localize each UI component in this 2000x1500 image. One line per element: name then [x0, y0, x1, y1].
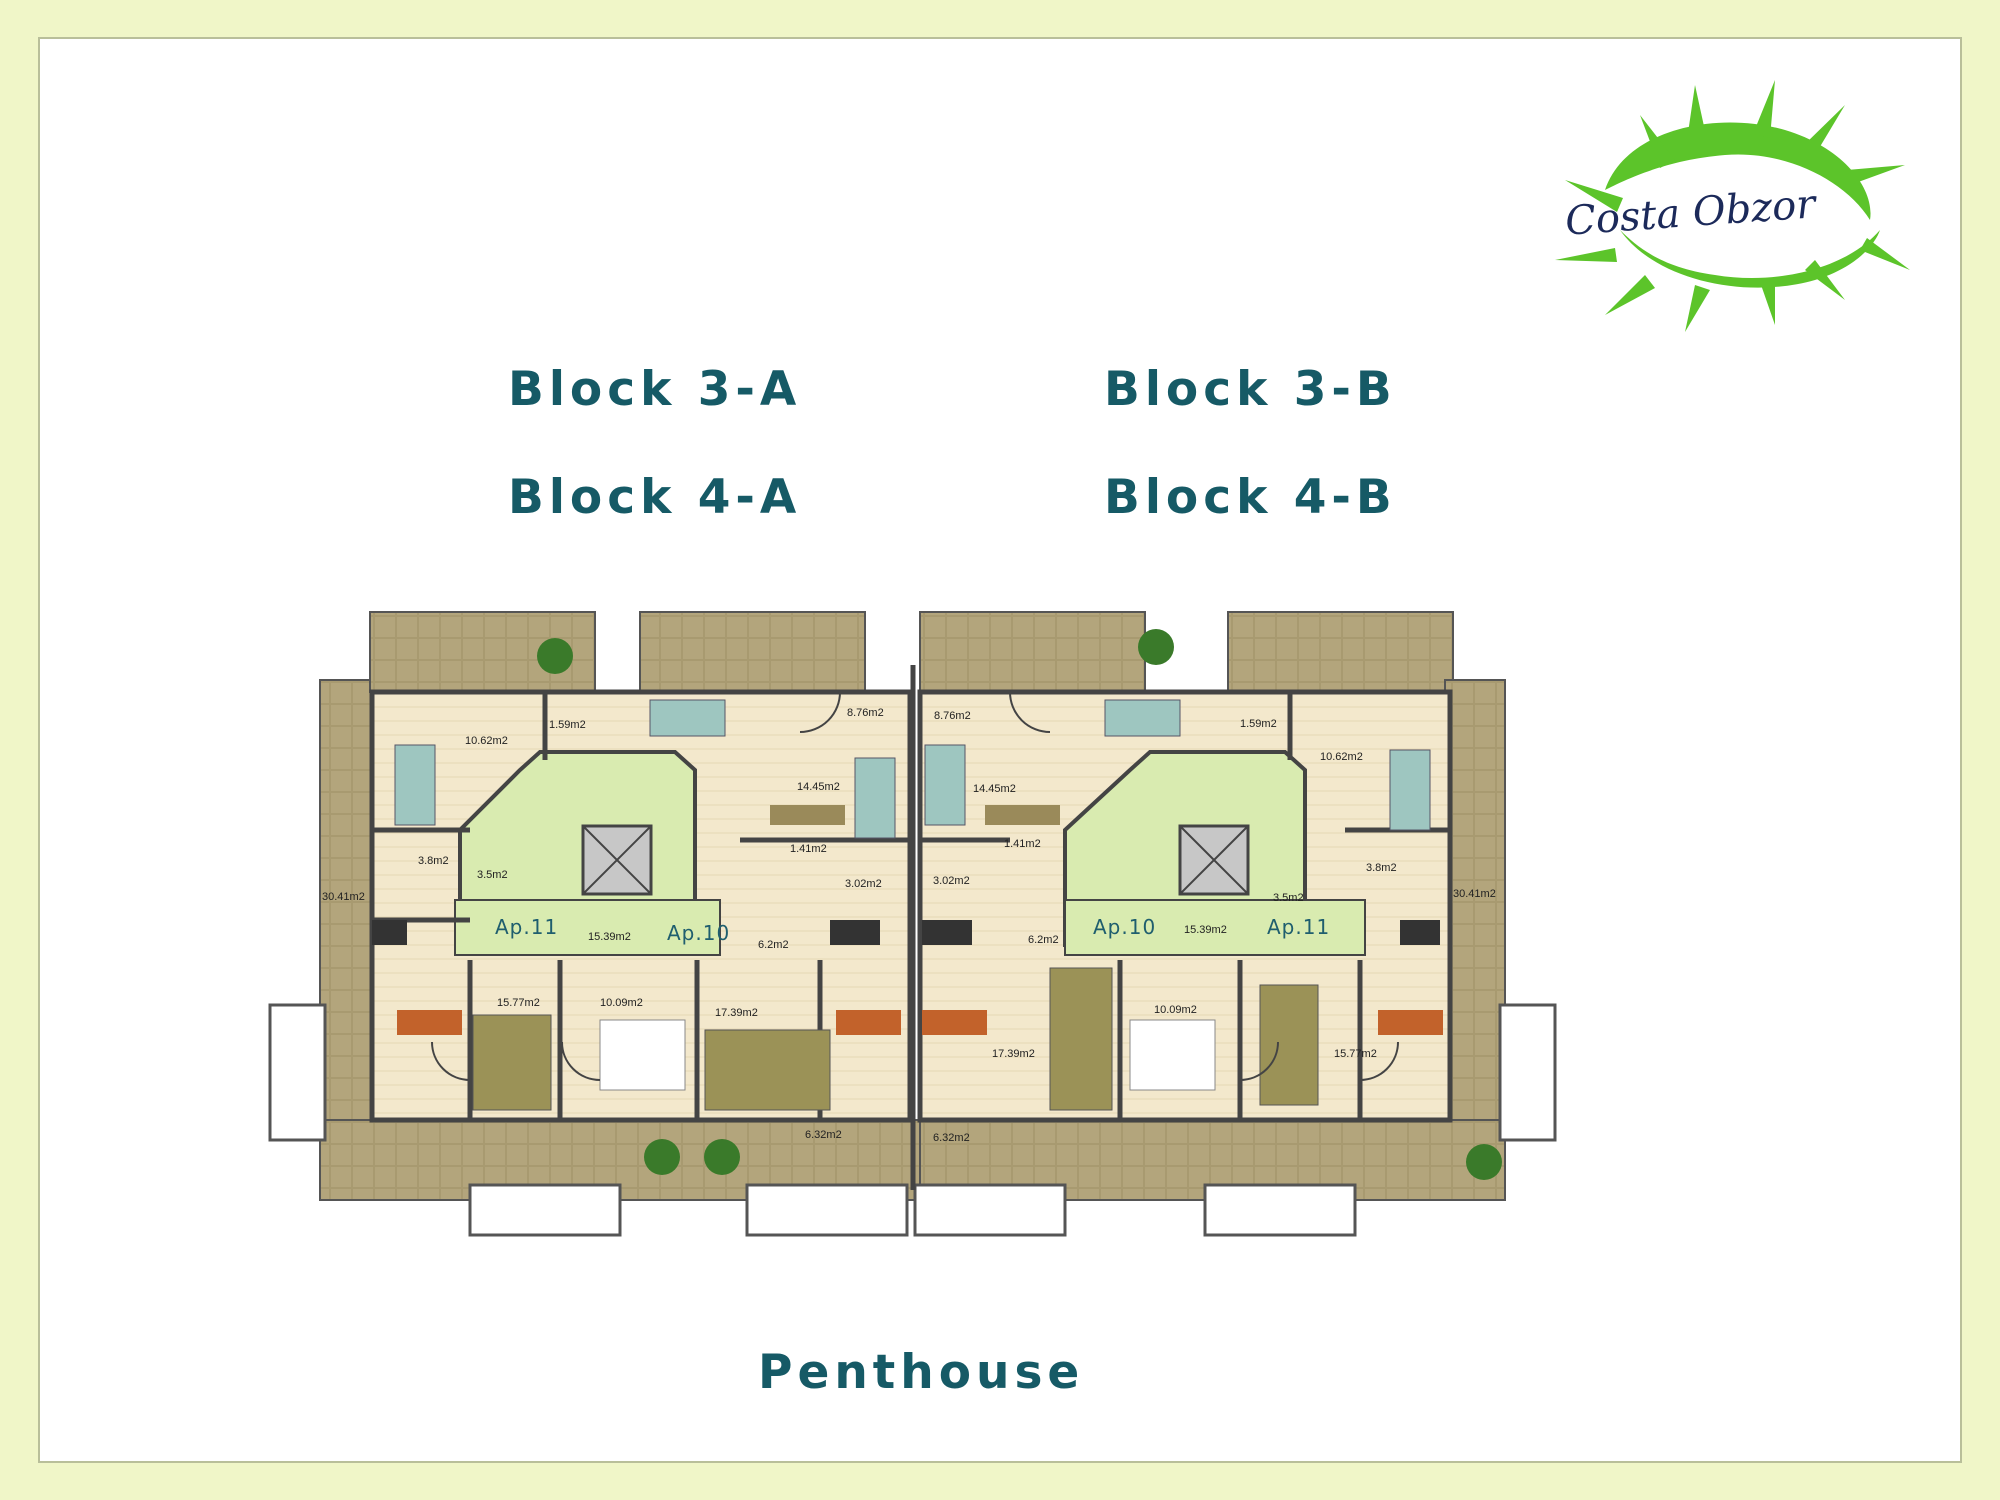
block-heading-4a: Block 4-A — [508, 470, 802, 525]
stove-left-1 — [372, 920, 407, 945]
area-label: 6.2m2 — [1028, 934, 1059, 946]
elevator-cross-right — [1179, 825, 1249, 895]
area-label: 14.45m2 — [797, 781, 840, 793]
plant-right-1 — [1138, 629, 1174, 665]
table-right-1 — [922, 1010, 987, 1035]
area-label: 1.41m2 — [790, 843, 827, 855]
walls-right — [920, 692, 1450, 1120]
door-right-1 — [1009, 691, 1051, 733]
terrace-north-right-a — [919, 611, 1146, 693]
apartment-label: Ap.10 — [667, 921, 730, 945]
stove-right-1 — [922, 920, 972, 945]
door-left-1 — [431, 1041, 471, 1081]
table-left-1 — [397, 1010, 462, 1035]
footer-title: Penthouse — [758, 1345, 1085, 1400]
area-label: 3.5m2 — [1273, 892, 1304, 904]
apartment-label: Ap.11 — [1267, 915, 1330, 939]
bed-right-1 — [924, 744, 966, 826]
plant-left-1 — [537, 638, 573, 674]
plant-right-2 — [1466, 1144, 1502, 1180]
table-left-2 — [836, 1010, 901, 1035]
balcony-east — [1498, 1003, 1557, 1142]
bed-left-1 — [394, 744, 436, 826]
stove-left-2 — [830, 920, 880, 945]
area-label: 15.39m2 — [1184, 924, 1227, 936]
apartment-label: Ap.11 — [495, 915, 558, 939]
area-label: 8.76m2 — [847, 707, 884, 719]
area-label: 15.77m2 — [497, 997, 540, 1009]
area-label: 1.59m2 — [1240, 718, 1277, 730]
rug-left-1 — [472, 1014, 552, 1111]
area-label: 1.59m2 — [549, 719, 586, 731]
table-right-2 — [1378, 1010, 1443, 1035]
area-label: 17.39m2 — [715, 1007, 758, 1019]
area-label: 10.62m2 — [1320, 751, 1363, 763]
area-label: 3.8m2 — [418, 855, 449, 867]
apartment-label: Ap.10 — [1093, 915, 1156, 939]
area-label: 3.5m2 — [477, 869, 508, 881]
area-label: 6.32m2 — [933, 1132, 970, 1144]
landing-left — [454, 899, 721, 956]
block-a-plan: Ap.11 Ap.10 10.62m2 1.59m2 8.76m2 14.45m… — [268, 611, 921, 1237]
bed-left-2 — [854, 757, 896, 839]
terrace-west-left — [319, 679, 376, 1201]
area-label: 6.32m2 — [805, 1129, 842, 1141]
terrace-north-left-b — [639, 611, 866, 693]
area-label: 3.8m2 — [1366, 862, 1397, 874]
landing-right — [1064, 899, 1366, 956]
rug-right-1 — [1049, 967, 1113, 1111]
bed-right-2 — [1389, 749, 1431, 831]
area-label: 30.41m2 — [1453, 888, 1496, 900]
block-heading-4b: Block 4-B — [1104, 470, 1397, 525]
area-label: 10.09m2 — [1154, 1004, 1197, 1016]
area-label: 17.39m2 — [992, 1048, 1035, 1060]
balcony-south-b — [745, 1183, 909, 1237]
double-bed-left — [599, 1019, 686, 1091]
balcony-west — [268, 1003, 327, 1142]
area-label: 10.09m2 — [600, 997, 643, 1009]
rug-left-2 — [704, 1029, 831, 1111]
block-heading-3b: Block 3-B — [1104, 362, 1397, 417]
door-right-3 — [1359, 1041, 1399, 1081]
desk-right — [985, 805, 1060, 825]
area-label: 6.2m2 — [758, 939, 789, 951]
stair-hall-left — [458, 750, 697, 947]
area-label: 14.45m2 — [973, 783, 1016, 795]
bed-left-3 — [649, 699, 726, 737]
terrace-north-right-b — [1227, 611, 1454, 693]
door-left-2 — [561, 1041, 601, 1081]
area-label: 15.39m2 — [588, 931, 631, 943]
balcony-south-c — [913, 1183, 1067, 1237]
elevator-cross-left — [582, 825, 652, 895]
plant-left-2 — [644, 1139, 680, 1175]
rug-right-2 — [1259, 984, 1319, 1106]
block-heading-3a: Block 3-A — [508, 362, 802, 417]
balcony-south-a — [468, 1183, 622, 1237]
area-label: 3.02m2 — [933, 875, 970, 887]
desk-left — [770, 805, 845, 825]
area-label: 10.62m2 — [465, 735, 508, 747]
door-left-3 — [799, 691, 841, 733]
bed-right-3 — [1104, 699, 1181, 737]
block-b-plan: Ap.10 Ap.11 8.76m2 14.45m2 1.41m2 1.59m2… — [913, 611, 1557, 1237]
area-label: 15.77m2 — [1334, 1048, 1377, 1060]
area-label: 3.02m2 — [845, 878, 882, 890]
area-label: 1.41m2 — [1004, 838, 1041, 850]
area-label: 8.76m2 — [934, 710, 971, 722]
balcony-south-d — [1203, 1183, 1357, 1237]
stove-right-2 — [1400, 920, 1440, 945]
double-bed-right — [1129, 1019, 1216, 1091]
area-label: 30.41m2 — [322, 891, 365, 903]
door-right-2 — [1239, 1041, 1279, 1081]
plant-left-3 — [704, 1139, 740, 1175]
sun-swirl-logo-icon — [1555, 80, 1910, 332]
